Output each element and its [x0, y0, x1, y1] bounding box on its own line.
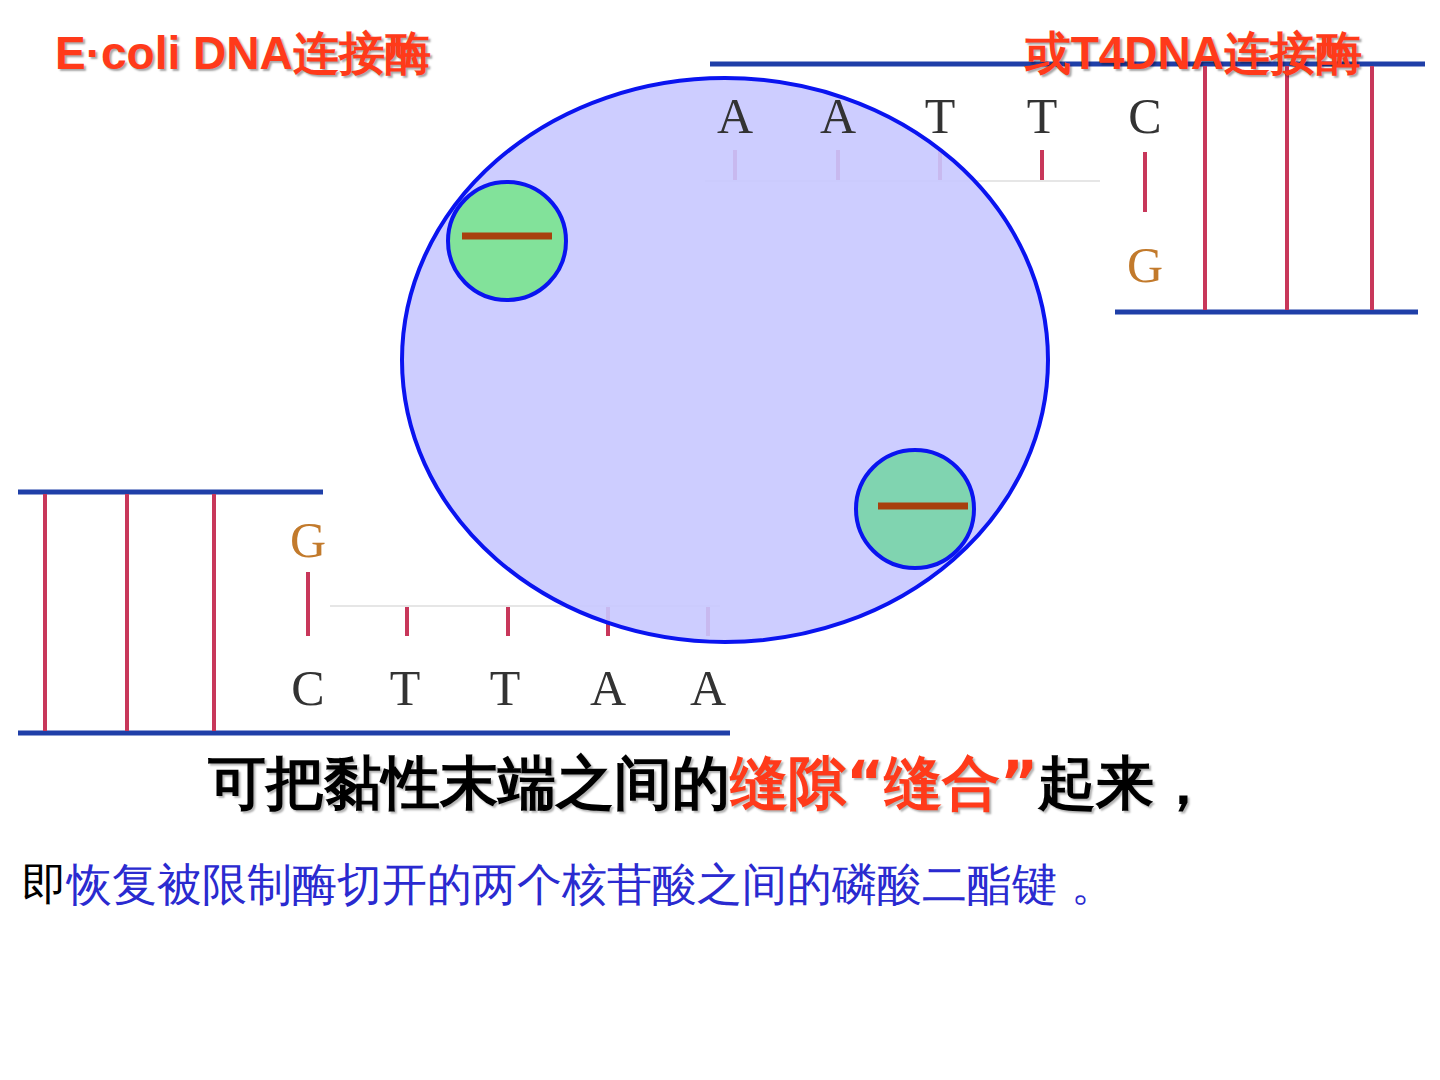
base-letter: G	[290, 513, 326, 568]
caption-text: 可把黏性末端之间的	[208, 752, 730, 816]
base-letter: A	[590, 661, 626, 716]
base-letter: A	[820, 89, 856, 144]
caption-line: 可把黏性末端之间的缝隙“缝合”起来，	[208, 752, 1212, 816]
caption-highlight: 缝隙“缝合”	[730, 752, 1038, 816]
caption-text: 起来，	[1038, 752, 1212, 816]
caption-line: 即恢复被限制酶切开的两个核苷酸之间的磷酸二酯键 。	[22, 860, 1116, 910]
base-letter: T	[390, 661, 421, 716]
caption-highlight: 恢复被限制酶切开的两个核苷酸之间的磷酸二酯键 。	[67, 860, 1116, 910]
base-letter: C	[1128, 89, 1161, 144]
enzyme-name: E·coli DNA连接酶	[55, 28, 431, 79]
base-letter: T	[1027, 89, 1058, 144]
active-site	[856, 450, 974, 568]
base-letter: T	[925, 89, 956, 144]
enzyme-name: 或T4DNA连接酶	[1025, 28, 1362, 79]
ligase-enzyme	[402, 78, 1048, 642]
base-letter: A	[690, 661, 726, 716]
base-letter: C	[291, 661, 324, 716]
base-letter: A	[717, 89, 753, 144]
base-letter: G	[1127, 238, 1163, 293]
active-site	[448, 182, 566, 300]
caption-text: 即	[22, 860, 67, 910]
base-letter: T	[490, 661, 521, 716]
